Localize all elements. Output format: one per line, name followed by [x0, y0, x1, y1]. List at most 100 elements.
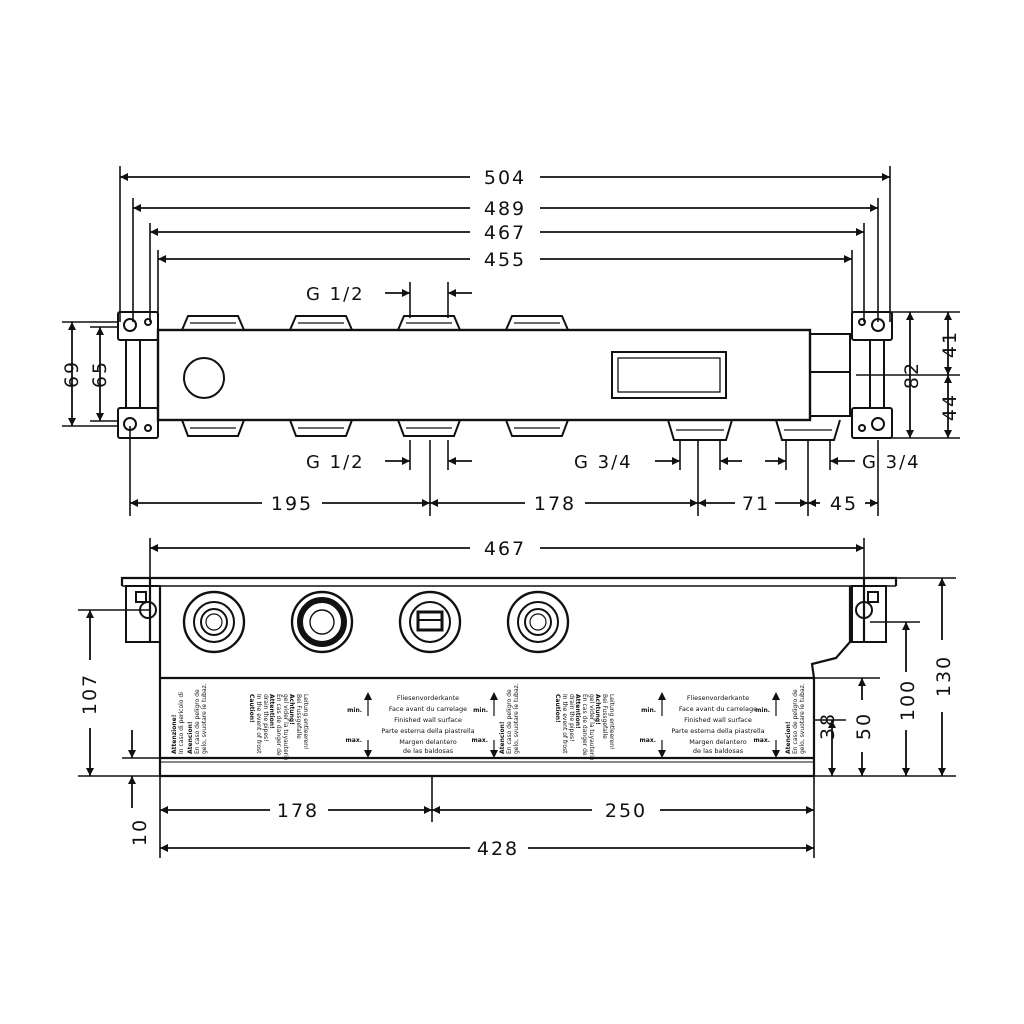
svg-text:Bei Fussgefalle: Bei Fussgefalle: [601, 694, 608, 739]
svg-text:min.: min.: [473, 707, 488, 714]
svg-text:Achtung!: Achtung!: [288, 694, 295, 725]
svg-text:Caution!: Caution!: [248, 694, 255, 723]
thread-bottom-left: G 1/2: [306, 452, 365, 473]
svg-text:En cas de danger de: En cas de danger de: [275, 694, 282, 756]
dim-489: 489: [484, 198, 526, 220]
display-window: [611, 351, 727, 399]
svg-text:En caso de peligro de: En caso de peligro de: [506, 689, 513, 754]
svg-text:gel vider la tuyauterie: gel vider la tuyauterie: [588, 694, 595, 761]
svg-text:In the event of frost: In the event of frost: [255, 694, 262, 754]
wall-label-center: Fliesenvorderkante Face avant du carrela…: [346, 694, 488, 755]
svg-text:En caso de peligro de: En caso de peligro de: [194, 689, 201, 754]
svg-text:max.: max.: [346, 737, 362, 744]
dim-45: 45: [830, 493, 858, 515]
svg-text:Finished wall surface: Finished wall surface: [684, 716, 752, 724]
svg-text:Parte esterna della piastrella: Parte esterna della piastrella: [381, 727, 474, 735]
dim-100: 100: [897, 679, 919, 721]
svg-text:max.: max.: [754, 737, 770, 744]
svg-text:Face avant du carrelage: Face avant du carrelage: [389, 705, 467, 713]
svg-text:Attention!: Attention!: [268, 694, 275, 729]
svg-text:Caution!: Caution!: [554, 694, 561, 723]
thread-bottom-right: G 3/4: [862, 452, 921, 473]
warning-label-6: Caution! In the event of frost drain the…: [554, 694, 575, 754]
top-dim-lines: [68, 173, 952, 507]
thread-bottom-mid: G 3/4: [574, 452, 633, 473]
dim-195: 195: [271, 493, 313, 515]
dim-50: 50: [853, 712, 875, 740]
svg-text:Achtung!: Achtung!: [594, 694, 601, 725]
dim-41: 41: [939, 330, 961, 358]
dim-130: 130: [933, 655, 955, 697]
warning-label-10: Atencion! En caso de peligro de gelo, sv…: [785, 683, 806, 754]
outlet-fittings: [182, 590, 570, 654]
dim-38: 38: [817, 712, 839, 740]
svg-text:drain the pipes!: drain the pipes!: [568, 694, 575, 742]
svg-text:Attention!: Attention!: [574, 694, 581, 729]
front-dim-lines: [86, 544, 946, 852]
dim-44: 44: [939, 393, 961, 421]
svg-text:Attenzione!: Attenzione!: [171, 715, 178, 754]
svg-text:Margen delantero: Margen delantero: [689, 738, 747, 746]
top-view: [62, 166, 960, 516]
svg-text:gelo, svuotare le tubaz.: gelo, svuotare le tubaz.: [799, 683, 806, 754]
side-mount-left: [125, 585, 161, 643]
dim-178-front: 178: [277, 800, 319, 822]
svg-text:min.: min.: [641, 707, 656, 714]
front-view-labels: 467 107 10 178 250 428 130 100 50 38 Fli…: [79, 538, 955, 860]
warning-label-4: Achtung! Bei Fussgefalle Leitung entleer…: [594, 694, 615, 749]
svg-text:drain the pipes!: drain the pipes!: [262, 694, 269, 742]
svg-text:de las baldosas: de las baldosas: [403, 747, 454, 755]
bracket-right: [851, 311, 893, 439]
dim-250: 250: [605, 800, 647, 822]
dim-467-top: 467: [484, 222, 526, 244]
svg-text:min.: min.: [755, 707, 770, 714]
side-mount-right: [851, 585, 887, 643]
dim-82: 82: [901, 361, 923, 389]
svg-text:gelo, svuotare le tubaz.: gelo, svuotare le tubaz.: [201, 683, 208, 754]
warning-label-9: Atencion! En caso de peligro de gelo, sv…: [499, 683, 520, 754]
warning-label-3: Caution! In the event of frost drain the…: [248, 694, 269, 754]
bottom-ports: [181, 419, 841, 441]
dim-69: 69: [61, 360, 83, 388]
svg-text:Bei Fussgefalle: Bei Fussgefalle: [295, 694, 302, 739]
warning-label-2: Attention! En cas de danger de gel vider…: [268, 694, 289, 761]
svg-text:Face avant du carrelage: Face avant du carrelage: [679, 705, 757, 713]
thread-top: G 1/2: [306, 284, 365, 305]
svg-text:de las baldosas: de las baldosas: [693, 747, 744, 755]
valve-body-end: [809, 333, 851, 417]
warning-label-7: Atencion! En caso de peligro de gelo, sv…: [187, 683, 208, 754]
front-view: [78, 538, 956, 858]
bracket-left: [117, 311, 159, 439]
dim-467-front: 467: [484, 538, 526, 560]
svg-text:Atencion!: Atencion!: [499, 721, 506, 754]
valve-body: [156, 328, 812, 422]
svg-text:Leitung entleeren!: Leitung entleeren!: [608, 694, 615, 749]
control-knob: [183, 357, 225, 399]
warning-label-8: Attenzione! In caso di pericolo di: [171, 692, 185, 754]
svg-text:En cas de danger de: En cas de danger de: [581, 694, 588, 756]
svg-text:max.: max.: [472, 737, 488, 744]
dim-504: 504: [484, 167, 526, 189]
svg-text:min.: min.: [347, 707, 362, 714]
svg-text:max.: max.: [640, 737, 656, 744]
front-extension-lines: [78, 538, 956, 858]
svg-text:Parte esterna della piastrella: Parte esterna della piastrella: [671, 727, 764, 735]
dim-65: 65: [89, 360, 111, 388]
svg-text:In caso di pericolo di: In caso di pericolo di: [178, 692, 185, 754]
dim-178-top: 178: [534, 493, 576, 515]
dim-107: 107: [79, 673, 101, 715]
warning-label-5: Attention! En cas de danger de gel vider…: [574, 694, 595, 761]
svg-text:Finished wall surface: Finished wall surface: [394, 716, 462, 724]
dim-428: 428: [477, 838, 519, 860]
svg-text:Atencion!: Atencion!: [187, 721, 194, 754]
warning-label-1: Achtung! Bei Fussgefalle Leitung entleer…: [288, 694, 309, 749]
dim-455: 455: [484, 249, 526, 271]
svg-text:En caso de peligro de: En caso de peligro de: [792, 689, 799, 754]
dim-10: 10: [129, 818, 151, 846]
svg-text:Fliesenvorderkante: Fliesenvorderkante: [687, 694, 749, 702]
svg-text:Margen delantero: Margen delantero: [399, 738, 457, 746]
svg-text:Leitung entleeren!: Leitung entleeren!: [302, 694, 309, 749]
svg-text:gel vider la tuyauterie: gel vider la tuyauterie: [282, 694, 289, 761]
svg-text:In the event of frost: In the event of frost: [561, 694, 568, 754]
